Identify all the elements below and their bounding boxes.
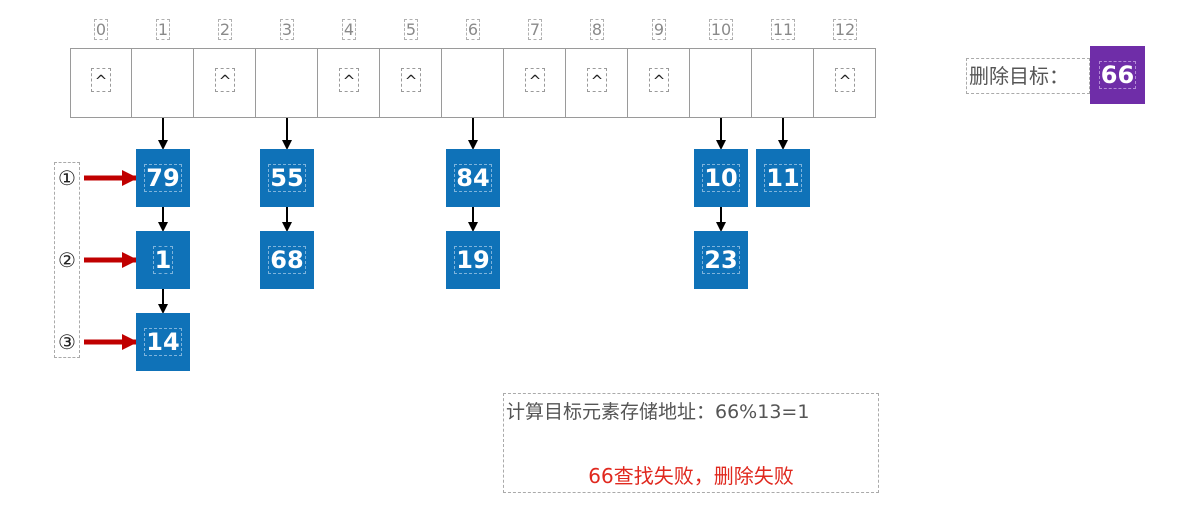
list-node-23: 23: [694, 231, 748, 289]
info-box: [503, 393, 879, 493]
table-index-text: 5: [403, 19, 419, 40]
null-pointer-12: ^: [835, 68, 855, 92]
table-cell-11: [752, 48, 814, 118]
null-pointer-7: ^: [525, 68, 545, 92]
table-index-5: 5: [380, 19, 442, 40]
list-node-19: 19: [446, 231, 500, 289]
table-cell-3: [256, 48, 318, 118]
table-cell-6: [442, 48, 504, 118]
table-index-text: 0: [93, 19, 109, 40]
table-index-text: 11: [770, 19, 796, 40]
table-index-text: 12: [832, 19, 858, 40]
list-node-value: 79: [144, 164, 182, 192]
table-index-text: 10: [708, 19, 734, 40]
list-node-value: 84: [454, 164, 492, 192]
table-cell-1: [132, 48, 194, 118]
table-index-10: 10: [690, 19, 752, 40]
null-pointer-2: ^: [215, 68, 235, 92]
result-message: 66查找失败，删除失败: [588, 464, 794, 488]
list-node-value: 19: [454, 246, 492, 274]
list-node-68: 68: [260, 231, 314, 289]
table-index-6: 6: [442, 19, 504, 40]
table-index-0: 0: [70, 19, 132, 40]
table-index-4: 4: [318, 19, 380, 40]
list-node-value: 55: [268, 164, 306, 192]
table-index-text: 9: [651, 19, 667, 40]
table-index-2: 2: [194, 19, 256, 40]
list-node-value: 11: [764, 164, 802, 192]
delete-target-label: 删除目标：: [969, 64, 1069, 88]
list-node-10: 10: [694, 149, 748, 207]
null-pointer-8: ^: [587, 68, 607, 92]
null-pointer-0: ^: [91, 68, 111, 92]
table-cell-5: [380, 48, 442, 118]
table-index-7: 7: [504, 19, 566, 40]
list-node-value: 1: [152, 246, 174, 274]
null-pointer-9: ^: [649, 68, 669, 92]
table-cell-4: [318, 48, 380, 118]
list-node-value: 23: [702, 246, 740, 274]
table-index-11: 11: [752, 19, 814, 40]
list-node-14: 14: [136, 313, 190, 371]
table-index-text: 2: [217, 19, 233, 40]
table-index-text: 6: [465, 19, 481, 40]
table-index-8: 8: [566, 19, 628, 40]
table-cell-7: [504, 48, 566, 118]
table-cell-10: [690, 48, 752, 118]
table-index-1: 1: [132, 19, 194, 40]
step-marker-1: ①: [58, 166, 76, 190]
table-index-text: 8: [589, 19, 605, 40]
table-index-9: 9: [628, 19, 690, 40]
list-node-1: 1: [136, 231, 190, 289]
null-pointer-4: ^: [339, 68, 359, 92]
table-index-text: 1: [155, 19, 171, 40]
table-index-text: 7: [527, 19, 543, 40]
table-index-text: 4: [341, 19, 357, 40]
delete-target-value: 66: [1090, 46, 1145, 104]
list-node-79: 79: [136, 149, 190, 207]
step-marker-2: ②: [58, 248, 76, 272]
list-node-84: 84: [446, 149, 500, 207]
list-node-value: 14: [144, 328, 182, 356]
step-group-box: [54, 162, 80, 358]
table-cell-8: [566, 48, 628, 118]
step-marker-3: ③: [58, 330, 76, 354]
list-node-55: 55: [260, 149, 314, 207]
table-cell-0: [70, 48, 132, 118]
list-node-11: 11: [756, 149, 810, 207]
table-index-12: 12: [814, 19, 876, 40]
table-cell-12: [814, 48, 876, 118]
list-node-value: 68: [268, 246, 306, 274]
table-index-text: 3: [279, 19, 295, 40]
target-label-box: [966, 58, 1090, 94]
table-index-3: 3: [256, 19, 318, 40]
table-cell-9: [628, 48, 690, 118]
table-cell-2: [194, 48, 256, 118]
address-calculation: 计算目标元素存储地址：66%13=1: [506, 401, 810, 423]
null-pointer-5: ^: [401, 68, 421, 92]
list-node-value: 10: [702, 164, 740, 192]
